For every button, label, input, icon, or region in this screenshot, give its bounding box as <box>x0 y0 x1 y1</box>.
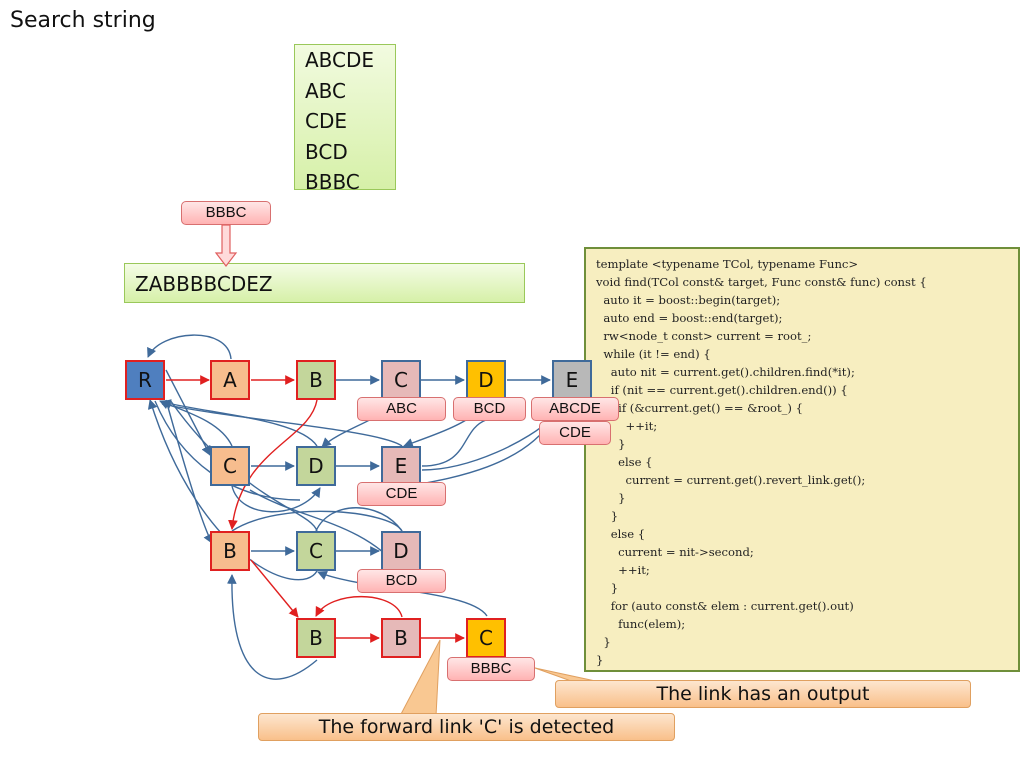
code-line: auto end = boost::end(target); <box>596 311 783 325</box>
edge <box>165 399 213 544</box>
pattern-item: BCD <box>305 139 348 164</box>
code-line: if (&current.get() == &root_) { <box>596 401 804 415</box>
code-line-highlighted: func(elem); <box>596 617 686 631</box>
code-line: template <typename TCol, typename Func> <box>596 257 859 271</box>
code-line: if (nit == current.get().children.end())… <box>596 383 848 397</box>
code-line: } <box>596 653 604 667</box>
code-line: current = nit->second; <box>596 545 754 559</box>
edge-highlight <box>228 399 318 530</box>
code-line: ++it; <box>596 419 658 433</box>
trie-node: C <box>296 531 336 571</box>
edge-highlight <box>315 595 403 618</box>
edge <box>231 510 403 532</box>
output-label: BCD <box>357 569 446 593</box>
trie-node: E <box>552 360 592 400</box>
output-label: CDE <box>357 482 446 506</box>
trie-node-current: C <box>466 618 506 658</box>
code-line: } <box>596 491 626 505</box>
output-label: ABCDE <box>531 397 619 421</box>
code-line: } <box>596 635 611 649</box>
trie-node: D <box>296 446 336 486</box>
trie-node: B <box>381 618 421 658</box>
output-label: CDE <box>539 421 611 445</box>
callout-forward-link: The forward link 'C' is detected <box>258 713 675 741</box>
edge <box>169 399 318 532</box>
output-label: ABC <box>357 397 446 421</box>
trie-node: C <box>210 446 250 486</box>
trie-node: B <box>296 360 336 400</box>
page-title: Search string <box>10 8 156 33</box>
edge <box>226 574 318 680</box>
pattern-item: CDE <box>305 109 348 133</box>
callout-output-link: The link has an output <box>555 680 971 708</box>
code-line: auto it = boost::begin(target); <box>596 293 781 307</box>
edge <box>147 334 232 360</box>
code-line: else { <box>596 527 646 541</box>
code-line: current = current.get().revert_link.get(… <box>596 473 866 487</box>
edge <box>231 485 321 513</box>
edge <box>315 507 403 532</box>
code-line: else { <box>596 455 653 469</box>
code-line: while (it != end) { <box>596 347 711 361</box>
output-label: BCD <box>453 397 526 421</box>
code-panel: template <typename TCol, typename Func> … <box>584 247 1020 672</box>
code-line: rw<node_t const> current = root_; <box>596 329 812 343</box>
output-label: BBBC <box>447 657 535 681</box>
edge <box>403 419 467 448</box>
pattern-item: ABC <box>305 78 347 103</box>
pattern-item: ABCDE <box>305 48 375 72</box>
code-line: void find(TCol const& target, Func const… <box>596 275 927 289</box>
trie-node: B <box>296 618 336 658</box>
input-string: ZABBBBCDEZ <box>124 263 525 303</box>
code-line: auto nit = current.get().children.find(*… <box>596 365 855 379</box>
edge <box>403 419 553 488</box>
trie-node: D <box>466 360 506 400</box>
edge <box>421 417 553 471</box>
match-arrow <box>214 224 238 267</box>
trie-node: C <box>381 360 421 400</box>
trie-node: D <box>381 531 421 571</box>
pattern-item: BBBC <box>305 170 360 194</box>
trie-node: E <box>381 446 421 486</box>
code-line: } <box>596 581 619 595</box>
edge <box>421 419 487 467</box>
code-line-highlighted: for (auto const& elem : current.get().ou… <box>596 599 854 613</box>
trie-node: A <box>210 360 250 400</box>
pattern-list: ABCDE ABC CDE BCD BBBC <box>294 44 396 194</box>
trie-node-root: R <box>125 360 165 400</box>
edge-highlight <box>250 559 299 618</box>
trie-node: B <box>210 531 250 571</box>
code-line: } <box>596 437 626 451</box>
code-line: ++it; <box>596 563 650 577</box>
code-line: } <box>596 509 619 523</box>
edge <box>159 400 233 447</box>
